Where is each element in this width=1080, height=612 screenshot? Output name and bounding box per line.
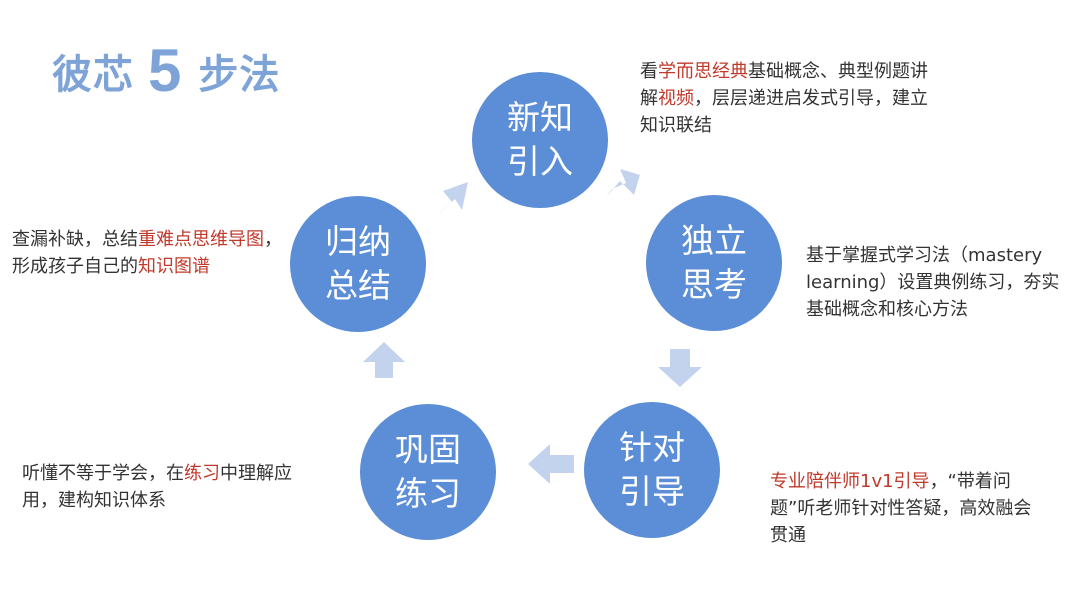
step-label-line1: 归纳 [325, 222, 391, 261]
step-label-line1: 巩固 [395, 430, 461, 469]
title-suffix: 步法 [198, 51, 281, 98]
arrow-step1-to-step2 [606, 169, 640, 197]
step-circle-new-knowledge: 新知 引入 [472, 72, 608, 208]
step-label-line1: 新知 [507, 98, 573, 137]
step-circle-targeted-guidance: 针对 引导 [584, 402, 720, 538]
arrow-step5-to-step1 [438, 182, 468, 215]
arrow-step3-to-step4 [528, 444, 574, 484]
arrow-step4-to-step5 [363, 342, 405, 378]
title-number: 5 [148, 37, 183, 104]
step-label-line2: 总结 [325, 266, 391, 305]
diagram-title: 彼芯 5 步法 [52, 36, 280, 105]
step-description: 看学而思经典基础概念、典型例题讲解视频，层层递进启发式引导，建立知识联结 [640, 61, 928, 136]
step-circle-independent-thinking: 独立 思考 [646, 195, 782, 331]
step-label-line2: 练习 [395, 474, 461, 513]
arrow-step2-to-step3 [658, 349, 702, 387]
step-circle-consolidation-practice: 巩固 练习 [360, 404, 496, 540]
step-description: 基于掌握式学习法（mastery learning）设置典例练习，夯实基础概念和… [806, 245, 1060, 320]
step-label-line2: 引入 [507, 142, 573, 181]
step-description: 查漏补缺，总结重难点思维导图，形成孩子自己的知识图谱 [12, 229, 282, 277]
step-description: 听懂不等于学会，在练习中理解应用，建构知识体系 [22, 463, 292, 511]
step-label-line1: 针对 [619, 428, 685, 467]
step-label-line1: 独立 [681, 221, 747, 260]
step-label-line2: 引导 [619, 472, 685, 511]
title-prefix: 彼芯 [52, 51, 134, 98]
step-circle-summary: 归纳 总结 [290, 196, 426, 332]
step-description: 专业陪伴师1v1引导，“带着问题”听老师针对性答疑，高效融会贯通 [770, 471, 1032, 546]
step-label-line2: 思考 [681, 265, 747, 304]
